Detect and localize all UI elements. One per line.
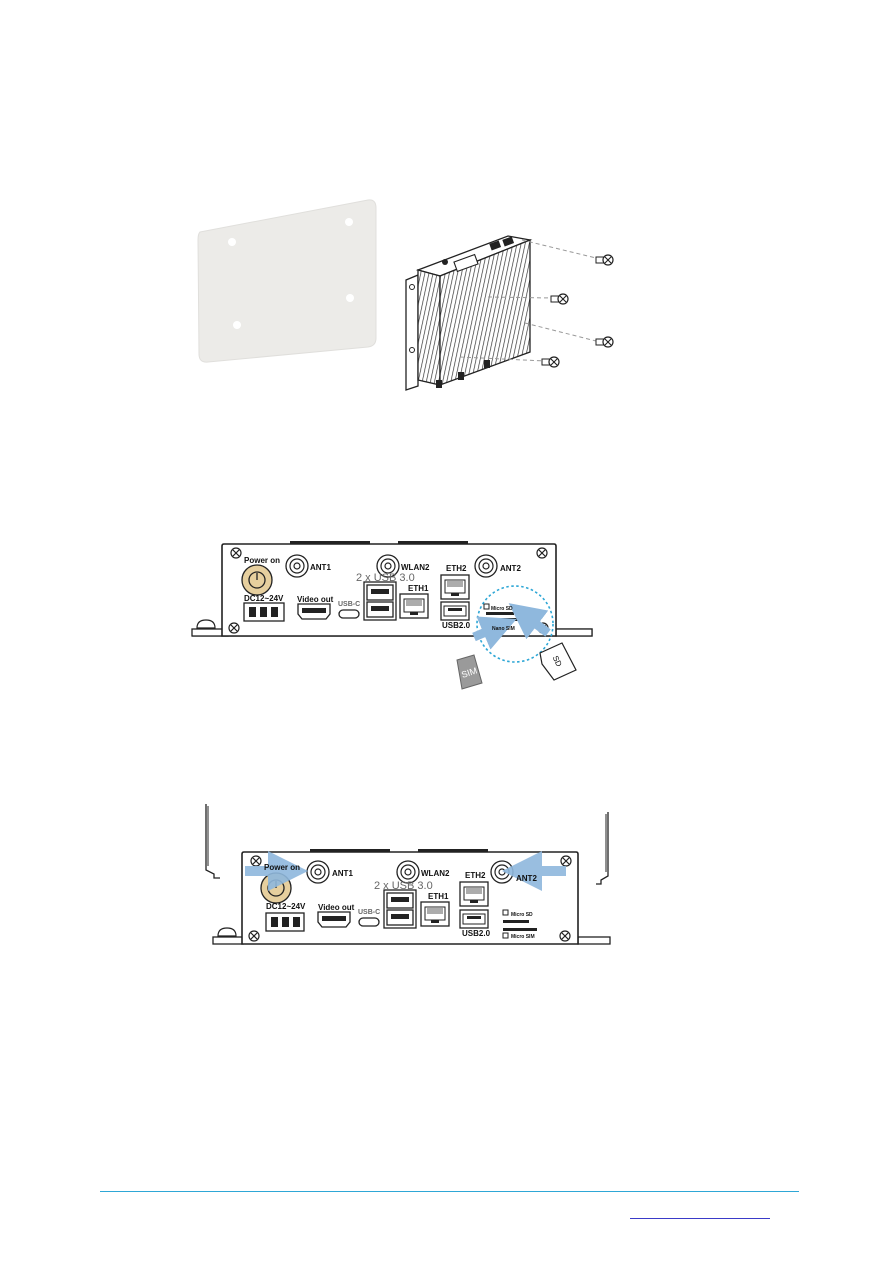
label-micro-sim: Micro SIM — [511, 934, 535, 940]
label-dc: DC12~24V — [266, 902, 306, 911]
label-sd-card: SD — [551, 654, 564, 668]
label-usb20: USB2.0 — [462, 929, 491, 938]
label-ant2: ANT2 — [516, 874, 537, 883]
label-wlan2: WLAN2 — [421, 869, 450, 878]
front-panel-sim-labels: Power on ANT1 WLAN2 ETH2 ANT2 2 x USB 3.… — [244, 556, 564, 680]
mounting-plate — [197, 199, 377, 363]
label-eth2: ETH2 — [465, 871, 486, 880]
label-usb20: USB2.0 — [442, 621, 471, 630]
label-usb30: 2 x USB 3.0 — [356, 572, 415, 584]
footer-link-underline[interactable] — [630, 1218, 770, 1219]
front-panel-sim — [191, 541, 593, 690]
label-sim-card: SIM — [460, 665, 478, 679]
label-nano-sim: Nano SIM — [492, 626, 515, 632]
label-micro-sd: Micro SD — [491, 606, 513, 612]
footer-rule — [100, 1191, 799, 1192]
label-power-on: Power on — [264, 863, 300, 872]
label-eth1: ETH1 — [408, 584, 429, 593]
label-ant2: ANT2 — [500, 564, 521, 573]
label-power-on: Power on — [244, 556, 280, 565]
label-dc: DC12~24V — [244, 594, 284, 603]
label-eth1: ETH1 — [428, 892, 449, 901]
label-ant1: ANT1 — [310, 563, 331, 572]
label-usb30: 2 x USB 3.0 — [374, 880, 433, 892]
front-panel-antenna-labels: Power on ANT1 WLAN2 ETH2 ANT2 2 x USB 3.… — [264, 863, 537, 940]
label-usbc: USB-C — [358, 909, 380, 916]
mounting-screws — [541, 254, 614, 368]
label-usbc: USB-C — [338, 601, 360, 608]
label-eth2: ETH2 — [446, 564, 467, 573]
label-video-out: Video out — [297, 595, 334, 604]
front-panel-antenna — [205, 804, 611, 945]
device-isometric — [405, 235, 533, 391]
label-video-out: Video out — [318, 903, 355, 912]
label-ant1: ANT1 — [332, 869, 353, 878]
label-wlan2: WLAN2 — [401, 563, 430, 572]
label-micro-sd: Micro SD — [511, 912, 533, 918]
screw-guides — [459, 239, 597, 362]
